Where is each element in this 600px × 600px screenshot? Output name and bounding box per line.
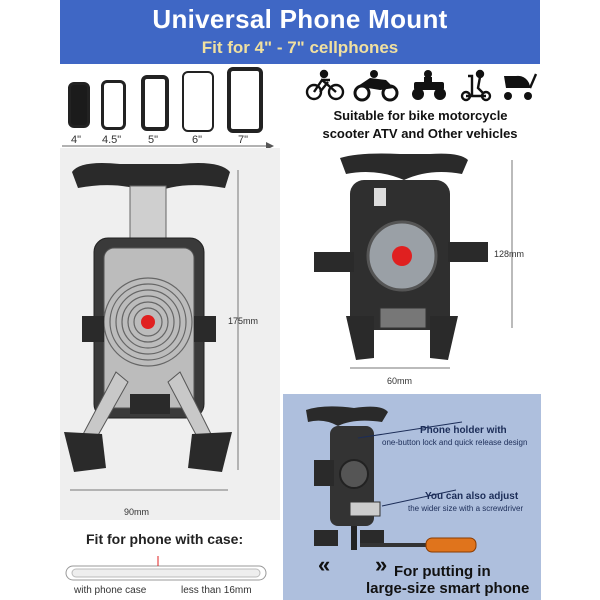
right-height-label: 128mm: [494, 249, 525, 259]
screwdriver-icon: [360, 537, 477, 553]
bottom-line1: For putting in: [394, 563, 491, 580]
phone-4-inch: [68, 82, 90, 128]
pointer-line-2: [381, 489, 457, 507]
large-mount-illustration: [64, 163, 239, 491]
pointer-line-1: [357, 421, 463, 439]
phone-4-5-inch: [101, 80, 126, 130]
adjust-line2: the wider size with a screwdriver: [408, 504, 524, 513]
size-label-4-5: 4.5": [102, 134, 122, 146]
motorcycle-icon: [353, 70, 399, 102]
vehicle-caption-line2: scooter ATV and Other vehicles: [322, 126, 518, 141]
phone-6-inch: [182, 71, 214, 132]
banner-title: Universal Phone Mount: [152, 4, 448, 34]
holder-line2: one-button lock and quick release design: [382, 438, 528, 447]
atv-icon: [412, 70, 446, 100]
title-banner: Universal Phone Mount Fit for 4" - 7" ce…: [60, 0, 540, 64]
detail-mount-illustration: [306, 406, 388, 550]
bottom-line2: large-size smart phone: [366, 580, 530, 597]
stroller-icon: [504, 73, 538, 100]
vehicle-caption-line1: Suitable for bike motorcycle: [333, 108, 508, 123]
banner-subtitle: Fit for 4" - 7" cellphones: [201, 38, 399, 57]
phone-5-inch: [141, 75, 169, 131]
case-with-label: with phone case: [74, 585, 147, 596]
arrow-left-icon: «: [318, 552, 331, 577]
holder-line1: Phone holder with: [420, 425, 507, 436]
left-height-label: 175mm: [228, 316, 259, 326]
size-label-4: 4": [71, 134, 82, 146]
case-fit-title: Fit for phone with case:: [86, 531, 244, 547]
right-width-label: 60mm: [387, 376, 413, 386]
scooter-icon: [460, 69, 492, 102]
compact-mount-illustration: [314, 153, 513, 369]
size-label-6: 6": [192, 134, 203, 146]
adjust-line1: You can also adjust: [425, 491, 519, 502]
vehicle-icons-row: [305, 69, 538, 102]
bicycle-icon: [305, 69, 345, 101]
size-label-7: 7": [238, 134, 249, 146]
case-thickness-diagram: [65, 556, 267, 581]
left-width-label: 90mm: [124, 507, 150, 517]
detail-panel: [283, 394, 541, 600]
size-label-5: 5": [148, 134, 159, 146]
case-less-than-label: less than 16mm: [181, 585, 252, 596]
phone-7-inch: [227, 67, 263, 133]
arrow-right-icon: »: [375, 552, 388, 577]
